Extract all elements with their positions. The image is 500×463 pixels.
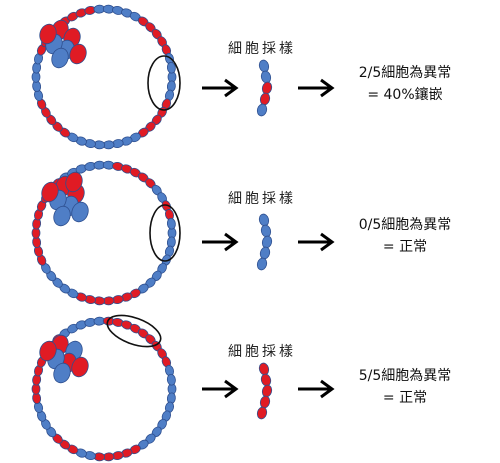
result-conclusion: = 40%鑲嵌 bbox=[367, 87, 443, 103]
normal-cell bbox=[53, 205, 71, 227]
result-ratio: 0/5細胞為異常 bbox=[358, 217, 452, 233]
result-ratio: 2/5細胞為異常 bbox=[358, 65, 452, 81]
arrow-icon bbox=[202, 78, 239, 98]
arrow-icon bbox=[298, 379, 335, 399]
result-text: 0/5細胞為異常 = 正常 bbox=[340, 214, 470, 258]
result-conclusion: = 正常 bbox=[382, 239, 428, 255]
abnormal-cell bbox=[261, 384, 273, 398]
arrow-icon bbox=[298, 78, 335, 98]
biopsy-selection-ring bbox=[149, 204, 181, 262]
normal-cell bbox=[259, 246, 271, 260]
abnormal-cell bbox=[260, 373, 272, 387]
abnormal-cell bbox=[39, 23, 57, 45]
normal-cell bbox=[256, 257, 268, 271]
normal-cell bbox=[51, 47, 69, 69]
abnormal-cell bbox=[256, 406, 268, 420]
biopsy-sample-3 bbox=[256, 362, 273, 420]
blastocyst-1 bbox=[31, 4, 181, 150]
blastocyst-2 bbox=[31, 160, 181, 306]
biopsy-sample-1 bbox=[256, 59, 273, 117]
normal-cell bbox=[71, 201, 89, 223]
blastocyst-3 bbox=[31, 314, 177, 462]
arrow-icon bbox=[298, 232, 335, 252]
normal-cell bbox=[256, 103, 268, 117]
biopsy-sample-2 bbox=[256, 213, 273, 271]
arrow-icon bbox=[202, 232, 239, 252]
sample-label: 細胞採樣 bbox=[228, 41, 296, 57]
normal-cell bbox=[258, 59, 270, 73]
normal-cell bbox=[53, 362, 71, 384]
sample-label: 細胞採樣 bbox=[228, 191, 296, 207]
result-ratio: 5/5細胞為異常 bbox=[358, 368, 452, 384]
abnormal-cell bbox=[261, 81, 273, 95]
result-text: 2/5細胞為異常 = 40%鑲嵌 bbox=[340, 62, 470, 106]
result-conclusion: = 正常 bbox=[382, 390, 428, 406]
normal-cell bbox=[258, 213, 270, 227]
abnormal-cell bbox=[258, 362, 270, 376]
abnormal-cell bbox=[259, 92, 271, 106]
abnormal-cell bbox=[41, 181, 59, 203]
normal-cell bbox=[166, 217, 176, 230]
biopsy-selection-ring bbox=[106, 314, 162, 348]
arrow-icon bbox=[202, 379, 239, 399]
sample-label: 細胞採樣 bbox=[228, 344, 296, 360]
normal-cell bbox=[260, 70, 272, 84]
normal-cell bbox=[166, 373, 176, 386]
result-text: 5/5細胞為異常 = 正常 bbox=[340, 365, 470, 409]
normal-cell bbox=[261, 235, 273, 249]
panel-2: 細胞採樣 0/5細胞為異常 = 正常 bbox=[0, 156, 500, 310]
abnormal-cell bbox=[69, 43, 87, 65]
biopsy-selection-ring bbox=[147, 55, 181, 111]
abnormal-cell bbox=[259, 395, 271, 409]
panel-1: 細胞採樣 2/5細胞為異常 = 40%鑲嵌 bbox=[0, 0, 500, 154]
abnormal-cell bbox=[71, 356, 89, 378]
normal-cell bbox=[260, 224, 272, 238]
abnormal-cell bbox=[39, 340, 57, 362]
panel-3: 細胞採樣 5/5細胞為異常 = 正常 bbox=[0, 309, 500, 463]
normal-cell bbox=[166, 61, 176, 74]
abnormal-cell bbox=[65, 171, 83, 193]
